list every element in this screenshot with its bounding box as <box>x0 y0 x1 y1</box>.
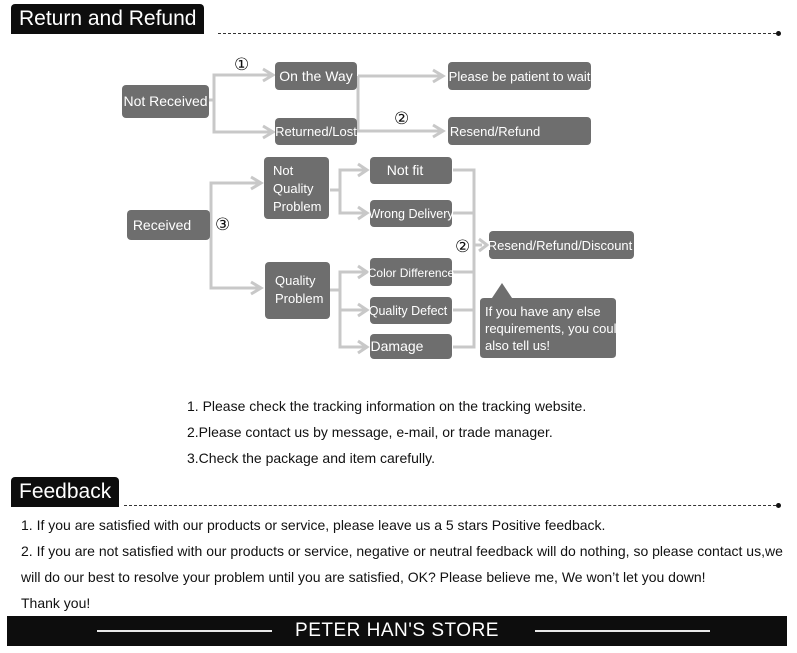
feedback-text: 1. If you are satisfied with our product… <box>21 512 787 616</box>
on-the-way-box: On the Way <box>275 62 357 90</box>
svg-text:Damage: Damage <box>371 338 424 354</box>
flow-connectors <box>209 67 490 355</box>
received-box: Received <box>127 210 210 240</box>
resend-refund-discount-box: Resend/Refund/Discount <box>488 231 634 259</box>
marker-two-lower: ② <box>455 237 470 257</box>
store-footer-bar: PETER HAN'S STORE <box>7 616 787 646</box>
not-fit-box: Not fit <box>370 157 452 184</box>
returned-lost-box: Returned/Lost <box>275 118 357 145</box>
svg-text:Quality: Quality <box>273 181 314 196</box>
step-item: 2.Please contact us by message, e-mail, … <box>187 424 553 440</box>
svg-text:Quality: Quality <box>275 273 316 288</box>
marker-two-upper: ② <box>394 109 409 129</box>
svg-text:Not fit: Not fit <box>387 162 424 178</box>
footer-line-left <box>97 630 272 632</box>
not-quality-problem-box: Not Quality Problem <box>264 157 329 219</box>
step-item: 1. Please check the tracking information… <box>187 398 587 414</box>
svg-text:Quality Defect: Quality Defect <box>369 304 448 318</box>
svg-text:Color Difference: Color Difference <box>368 266 455 280</box>
svg-text:Resend/Refund/Discount: Resend/Refund/Discount <box>488 238 633 253</box>
footer-line-right <box>535 630 710 632</box>
feedback-divider <box>124 505 776 506</box>
feedback-item: 1. If you are satisfied with our product… <box>21 517 606 533</box>
svg-text:If you have any else: If you have any else <box>485 304 601 319</box>
store-name: PETER HAN'S STORE <box>295 620 499 641</box>
svg-text:Wrong Delivery: Wrong Delivery <box>368 207 454 221</box>
return-refund-header: Return and Refund <box>11 4 205 34</box>
damage-box: Damage <box>370 334 452 359</box>
svg-text:Received: Received <box>133 217 191 233</box>
marker-three: ③ <box>215 215 230 235</box>
feedback-item: 2. If you are not satisfied with our pro… <box>21 543 783 585</box>
marker-one: ① <box>234 55 249 75</box>
return-refund-flow-diagram: Not Received On the Way Returned/Lost Pl… <box>122 55 634 359</box>
quality-problem-box: Quality Problem <box>265 262 330 319</box>
svg-text:also tell us!: also tell us! <box>485 338 550 353</box>
svg-text:Returned/Lost: Returned/Lost <box>275 124 357 139</box>
resend-refund-box: Resend/Refund <box>448 117 591 145</box>
svg-text:Problem: Problem <box>273 199 321 214</box>
svg-text:Not Received: Not Received <box>123 93 207 109</box>
check-steps-list: 1. Please check the tracking information… <box>187 393 586 471</box>
be-patient-box: Please be patient to wait <box>448 62 591 90</box>
feedback-header: Feedback <box>11 477 120 507</box>
divider-end-dot <box>776 503 781 508</box>
svg-text:Resend/Refund: Resend/Refund <box>450 124 540 139</box>
divider-end-dot <box>776 31 781 36</box>
else-requirements-bubble: If you have any else requirements, you c… <box>480 283 624 358</box>
svg-text:On the Way: On the Way <box>279 68 352 84</box>
step-item: 3.Check the package and item carefully. <box>187 450 435 466</box>
feedback-item: Thank you! <box>21 595 91 611</box>
wrong-delivery-box: Wrong Delivery <box>368 200 454 227</box>
svg-text:Problem: Problem <box>275 291 323 306</box>
svg-text:Not: Not <box>273 163 294 178</box>
header-divider <box>218 33 776 34</box>
color-difference-box: Color Difference <box>368 258 455 286</box>
quality-defect-box: Quality Defect <box>369 297 452 324</box>
not-received-box: Not Received <box>122 85 209 118</box>
svg-text:Please be patient to wait: Please be patient to wait <box>449 69 591 84</box>
svg-text:requirements, you could: requirements, you could <box>485 321 624 336</box>
